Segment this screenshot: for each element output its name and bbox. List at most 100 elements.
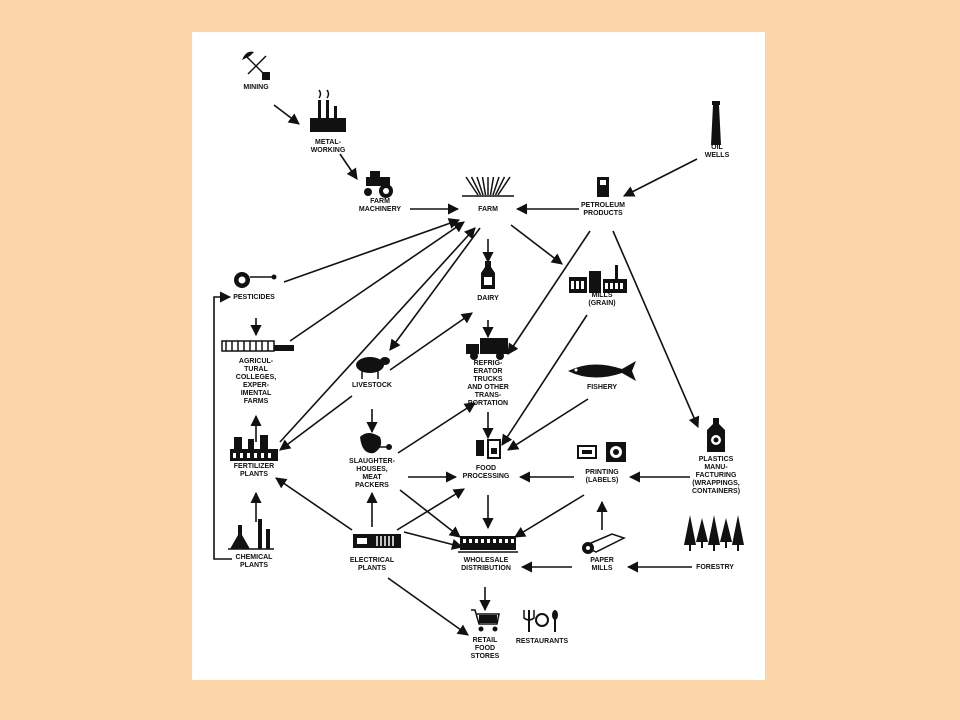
edge-farm-to-mills <box>510 224 563 265</box>
paper-roll-icon <box>582 533 626 554</box>
node-label-line: EXPER- <box>243 382 270 389</box>
node-label-forestry: FORESTRY <box>696 564 734 571</box>
edge-livestock-to-fertilizer <box>279 395 353 451</box>
node-label-line: ELECTRICAL <box>350 557 395 564</box>
node-label-farm: FARM <box>478 206 498 213</box>
node-label-line: PORTATION <box>468 400 508 407</box>
edge-ag-colleges-to-farm <box>289 221 465 342</box>
node-label-line: FOOD <box>475 645 495 652</box>
node-label-line: CONTAINERS) <box>692 488 740 495</box>
node-label-line: COLLEGES, <box>236 374 277 381</box>
edge-oil-wells-to-petroleum <box>623 158 698 197</box>
node-label-line: PRODUCTS <box>583 210 623 217</box>
edge-fertilizer-to-farm <box>279 227 476 443</box>
node-label-line: RESTAURANTS <box>516 638 569 645</box>
node-label-line: (LABELS) <box>586 477 619 484</box>
node-label-metalworking: METAL-WORKING <box>311 139 346 154</box>
sheep-icon <box>356 357 390 379</box>
node-label-line: DAIRY <box>477 295 499 302</box>
node-label-line: PAPER <box>590 557 614 564</box>
edge-slaughter-to-trucks <box>397 402 476 454</box>
cutlery-icon <box>523 610 558 632</box>
trees-icon <box>684 515 744 551</box>
generator-icon <box>353 534 401 548</box>
node-label-line: PETROLEUM <box>581 202 625 209</box>
node-label-line: PACKERS <box>355 482 389 489</box>
edge-printing-to-wholesale <box>514 494 585 538</box>
pick-shovel-icon <box>242 51 270 80</box>
node-label-livestock: LIVESTOCK <box>352 382 392 389</box>
node-label-line: LIVESTOCK <box>352 382 392 389</box>
node-label-line: RETAIL <box>473 637 498 644</box>
node-label-pesticides: PESTICIDES <box>233 294 275 301</box>
edge-petroleum-to-trucks <box>507 230 591 355</box>
edge-slaughter-to-wholesale <box>399 489 461 538</box>
node-label-line: METAL- <box>315 139 342 146</box>
edge-metalworking-to-farm-machinery <box>339 153 358 180</box>
node-label-line: OIL <box>711 144 723 151</box>
node-label-printing: PRINTING(LABELS) <box>585 469 619 484</box>
node-label-line: WHOLESALE <box>464 557 509 564</box>
edge-electrical-to-retail <box>387 577 469 636</box>
node-label-line: (GRAIN) <box>588 300 615 307</box>
fertilizer-plant-icon <box>230 435 278 461</box>
node-label-line: PLANTS <box>358 565 386 572</box>
edge-petroleum-to-plastics <box>612 230 700 429</box>
shopping-cart-icon <box>471 609 500 632</box>
warehouse-icon <box>458 536 518 553</box>
node-label-line: TRUCKS <box>473 376 502 383</box>
node-label-line: (WRAPPINGS, <box>692 480 740 487</box>
node-label-fishery: FISHERY <box>587 384 617 391</box>
plastic-bottle-icon <box>707 418 725 452</box>
node-label-line: MANU- <box>704 464 728 471</box>
edge-fishery-to-food-processing <box>507 398 589 451</box>
node-label-line: FARMS <box>244 398 269 405</box>
node-label-line: MEAT <box>362 474 382 481</box>
tractor-icon <box>364 171 393 198</box>
node-label-line: WORKING <box>311 147 346 154</box>
ham-icon <box>360 433 392 454</box>
node-label-line: MINING <box>243 84 269 91</box>
edge-mills-to-food-processing <box>501 314 588 446</box>
edge-chemical-to-pesticides <box>213 291 232 560</box>
node-label-line: MILLS <box>592 565 613 572</box>
node-label-line: IMENTAL <box>241 390 272 397</box>
node-label-line: SLAUGHTER- <box>349 458 396 465</box>
edge-pesticides-to-farm <box>283 218 461 283</box>
edge-livestock-to-dairy <box>389 312 473 371</box>
printing-press-icon <box>577 442 626 462</box>
sprayer-icon <box>234 272 277 288</box>
node-label-mining: MINING <box>243 84 269 91</box>
node-label-line: FOOD <box>476 465 496 472</box>
node-label-line: FORESTRY <box>696 564 734 571</box>
edge-farm-to-livestock <box>389 227 481 351</box>
node-label-line: PESTICIDES <box>233 294 275 301</box>
factory-icon <box>310 89 346 132</box>
node-label-mills: MILLS(GRAIN) <box>588 292 615 307</box>
node-label-line: AND OTHER <box>467 384 509 391</box>
fish-icon <box>568 361 636 381</box>
node-label-line: AGRICUL- <box>239 358 274 365</box>
lab-flask-icon <box>228 519 274 550</box>
node-label-line: MACHINERY <box>359 206 401 213</box>
node-label-restaurants: RESTAURANTS <box>516 638 569 645</box>
node-label-line: FACTURING <box>696 472 737 479</box>
oil-derrick-icon <box>711 101 721 145</box>
milk-bottle-icon <box>481 261 495 289</box>
edge-electrical-to-food-processing <box>396 488 465 531</box>
node-label-line: TURAL <box>244 366 268 373</box>
gas-pump-icon <box>597 177 609 197</box>
node-label-line: DISTRIBUTION <box>461 565 511 572</box>
